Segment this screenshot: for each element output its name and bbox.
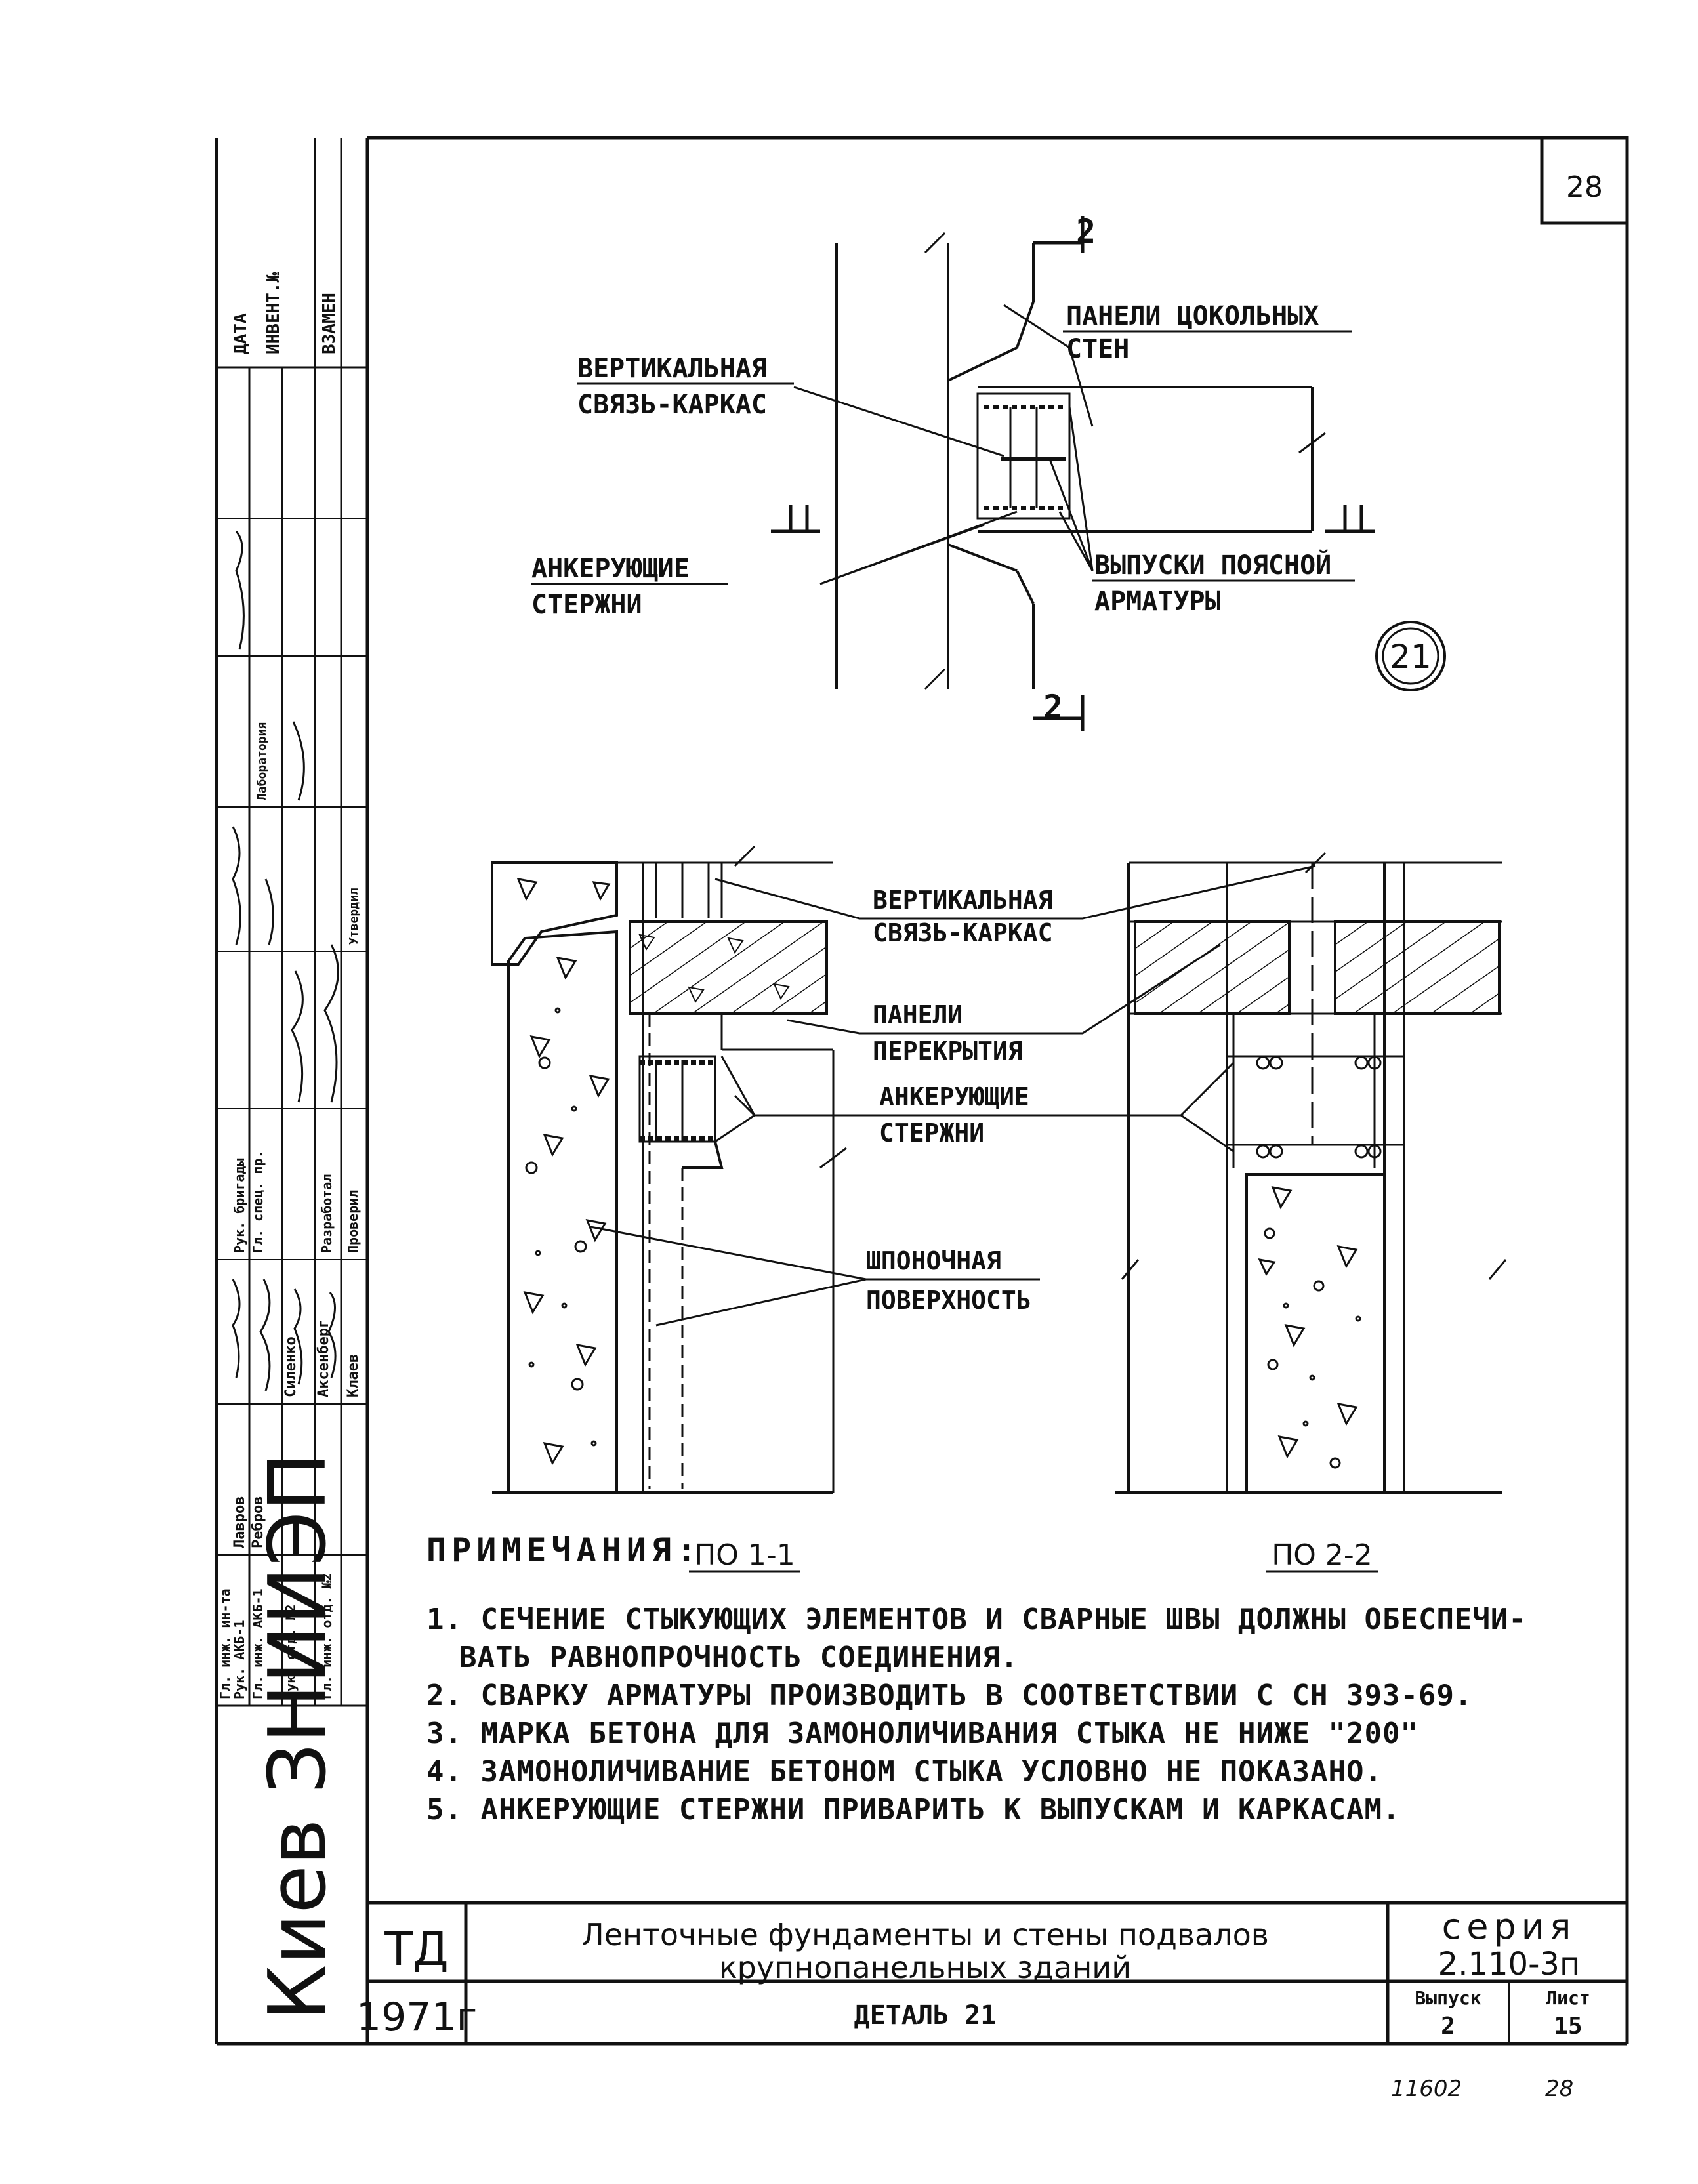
section-2-2 xyxy=(1115,852,1507,1573)
sec-label-vertical-link-2: СВЯЗЬ-КАРКАС xyxy=(873,918,1053,947)
section-1-1 xyxy=(491,845,847,1573)
footer-right: 28 xyxy=(1545,2076,1573,2102)
label-vertical-link-1: ВЕРТИКАЛЬНАЯ xyxy=(577,354,767,384)
strip-header-replace: ВЗАМЕН xyxy=(320,293,339,354)
drawing-title-line2: крупнопанельных зданий xyxy=(719,1950,1131,1985)
title-block xyxy=(367,1901,1627,2044)
title-block-text: ТД 1971г Ленточные фундаменты и стены по… xyxy=(356,1906,1590,2040)
strip-role-2: Рук. АКБ-1 xyxy=(232,1620,247,1699)
label-plinth-panels-1: ПАНЕЛИ ЦОКОЛЬНЫХ xyxy=(1066,301,1319,331)
year: 1971г xyxy=(356,1994,477,2040)
sec-label-floor-panels-2: ПЕРЕКРЫТИЯ xyxy=(873,1037,1023,1065)
strip-header-inventory: ИНВЕНТ.№ xyxy=(264,272,283,354)
sec-label-key-surface-1: ШПОНОЧНАЯ xyxy=(866,1247,1001,1275)
strip-lab: Лаборатория xyxy=(255,722,269,800)
label-vertical-link-2: СВЯЗЬ-КАРКАС xyxy=(577,390,767,420)
panel-marks-1 xyxy=(638,934,790,1004)
sec-label-floor-panels-1: ПАНЕЛИ xyxy=(873,1000,963,1029)
label-belt-outlets-1: ВЫПУСКИ ПОЯСНОЙ xyxy=(1094,549,1331,581)
section-mark-2-bottom: 2 xyxy=(1043,688,1063,726)
concrete-fill-1 xyxy=(516,878,611,1466)
strip-header-date: ДАТА xyxy=(231,313,251,354)
concrete-fill-2 xyxy=(1258,1186,1361,1469)
strip-role2-4: Проверил xyxy=(345,1190,361,1253)
sec-label-anchor-rods-1: АНКЕРУЮЩИЕ xyxy=(879,1082,1029,1111)
institute-name: Киев ЗНИИЭП xyxy=(253,1452,344,2021)
sheet-label: Лист xyxy=(1546,1987,1590,2009)
sheet-name: ДЕТАЛЬ 21 xyxy=(854,2000,997,2030)
section-caption-2-2: ПО 2-2 xyxy=(1272,1538,1373,1572)
strip-role2-2: Гл. спец. пр. xyxy=(250,1150,266,1253)
strip-approve: Утвердил xyxy=(347,888,361,945)
top-view xyxy=(531,216,1446,731)
left-strip xyxy=(215,138,367,2044)
sheet-value: 15 xyxy=(1554,2013,1582,2040)
footer-left: 11602 xyxy=(1391,2076,1462,2102)
note-3: 3. МАРКА БЕТОНА ДЛЯ ЗАМОНОЛИЧИВАНИЯ СТЫК… xyxy=(426,1717,1418,1750)
strip-role-5: Гл. инж. отд. №2 xyxy=(319,1573,335,1699)
section-caption-1-1: ПО 1-1 xyxy=(694,1538,795,1572)
series-label: серия xyxy=(1442,1906,1577,1947)
strip-role2-3: Разработал xyxy=(319,1174,335,1253)
section-mark-2-top: 2 xyxy=(1076,213,1096,251)
label-anchor-rods-2: СТЕРЖНИ xyxy=(531,590,642,620)
org-code: ТД xyxy=(384,1922,448,1976)
issue-value: 2 xyxy=(1441,2013,1455,2040)
sec-label-anchor-rods-2: СТЕРЖНИ xyxy=(879,1119,984,1147)
strip-name-1: Лавров xyxy=(232,1496,248,1548)
section-leaders xyxy=(590,865,1316,1327)
section-labels: ВЕРТИКАЛЬНАЯ СВЯЗЬ-КАРКАС ПАНЕЛИ ПЕРЕКРЫ… xyxy=(694,886,1373,1572)
top-view-labels: 2 2 ВЕРТИКАЛЬНАЯ СВЯЗЬ-КАРКАС ПАНЕЛИ ЦОК… xyxy=(531,213,1432,726)
left-strip-text: ДАТА ИНВЕНТ.№ ВЗАМЕН Гл. инж. ин-та Рук.… xyxy=(217,272,362,2021)
signatures xyxy=(232,530,339,1391)
note-5: 5. АНКЕРУЮЩИЕ СТЕРЖНИ ПРИВАРИТЬ К ВЫПУСК… xyxy=(426,1793,1401,1826)
label-belt-outlets-2: АРМАТУРЫ xyxy=(1094,587,1221,617)
note-1-cont: ВАТЬ РАВНОПРОЧНОСТЬ СОЕДИНЕНИЯ. xyxy=(459,1641,1019,1674)
strip-role-4: Рук. отд. №2 xyxy=(283,1605,299,1700)
notes-title: ПРИМЕЧАНИЯ: xyxy=(426,1531,702,1569)
strip-name-3: Силенко xyxy=(283,1336,299,1397)
strip-role-1: Гл. инж. ин-та xyxy=(217,1588,233,1699)
note-4: 4. ЗАМОНОЛИЧИВАНИЕ БЕТОНОМ СТЫКА УСЛОВНО… xyxy=(426,1755,1382,1788)
sec-label-vertical-link-1: ВЕРТИКАЛЬНАЯ xyxy=(873,886,1053,915)
label-plinth-panels-2: СТЕН xyxy=(1066,334,1129,364)
strip-name-2: Ребров xyxy=(250,1496,266,1548)
strip-role2-1: Рук. бригады xyxy=(232,1159,247,1254)
page-number: 28 xyxy=(1566,171,1603,204)
note-1: 1. СЕЧЕНИЕ СТЫКУЮЩИХ ЭЛЕМЕНТОВ И СВАРНЫЕ… xyxy=(426,1603,1527,1636)
detail-marker: 21 xyxy=(1390,638,1432,676)
issue-label: Выпуск xyxy=(1415,1987,1481,2009)
series-value: 2.110-3п xyxy=(1438,1946,1581,1983)
sec-label-key-surface-2: ПОВЕРХНОСТЬ xyxy=(866,1286,1031,1315)
sheet-frame xyxy=(217,136,1629,2046)
note-2: 2. СВАРКУ АРМАТУРЫ ПРОИЗВОДИТЬ В СООТВЕТ… xyxy=(426,1679,1473,1712)
drawing-title-line1: Ленточные фундаменты и стены подвалов xyxy=(581,1917,1269,1952)
label-anchor-rods-1: АНКЕРУЮЩИЕ xyxy=(531,554,690,584)
strip-name-5: Клаев xyxy=(345,1354,362,1397)
strip-role-3: Гл. инж. АКБ-1 xyxy=(250,1588,266,1699)
